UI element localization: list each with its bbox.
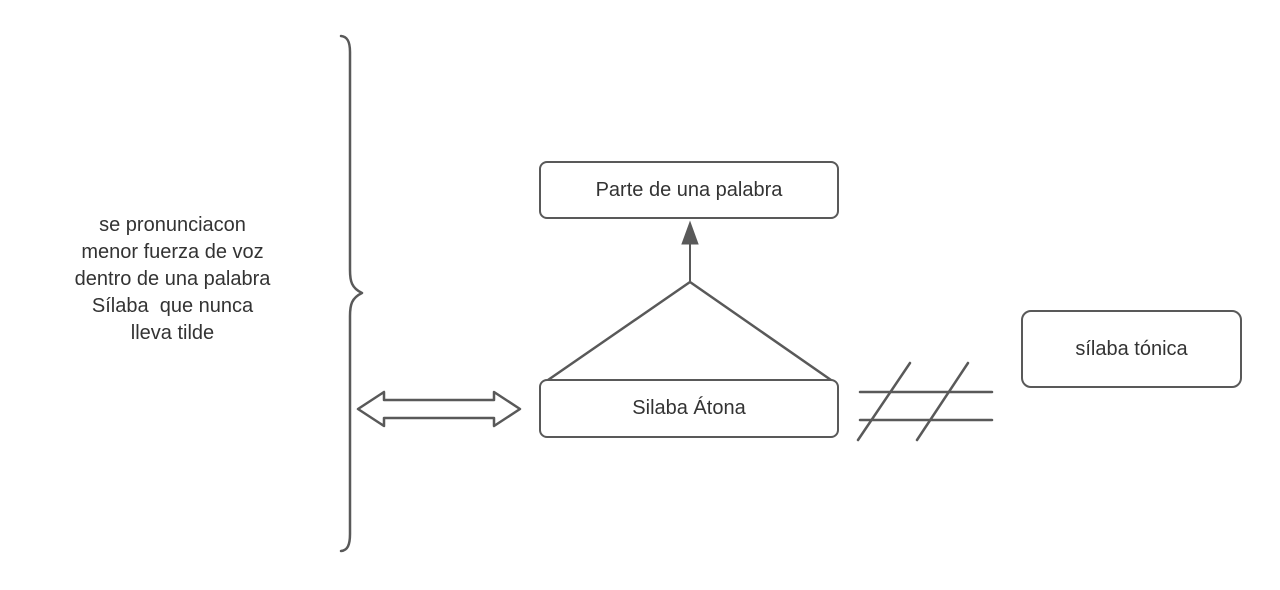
note-line: lleva tilde: [130, 322, 215, 344]
node-silaba-tonica: sílaba tónica: [1021, 310, 1242, 388]
note-line: Sílaba que nunca: [91, 295, 254, 317]
node-label: Silaba Átona: [632, 397, 746, 419]
note-line: dentro de una palabra: [74, 268, 271, 290]
node-silaba-atona: Silaba Átona: [539, 379, 839, 438]
node-label: sílaba tónica: [1075, 337, 1188, 360]
node-parte-de-una-palabra: Parte de una palabra: [539, 161, 839, 219]
up-arrowhead-icon: [681, 220, 699, 245]
curly-brace-icon: [339, 34, 364, 553]
double-arrow-icon: [356, 390, 522, 428]
triangle-connector: [546, 280, 833, 382]
note-line: se pronunciacon: [99, 214, 246, 236]
node-label: Parte de una palabra: [595, 178, 783, 201]
note-line: menor fuerza de voz: [81, 241, 264, 263]
left-note: se pronunciacon menor fuerza de voz dent…: [35, 212, 310, 347]
hash-marks-icon: [856, 361, 994, 442]
